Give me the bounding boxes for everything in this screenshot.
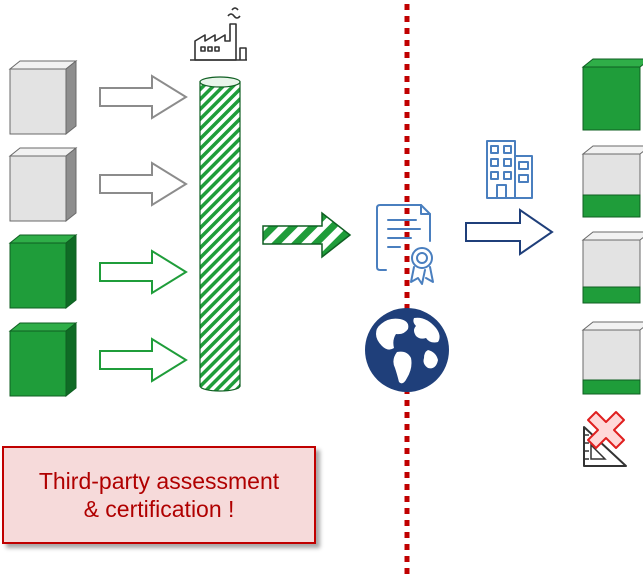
ruler-set-square-crossed-icon <box>583 411 627 467</box>
input-arrow <box>99 161 188 207</box>
output-cube <box>581 231 643 304</box>
certificate-icon <box>376 204 434 285</box>
factory-icon <box>190 7 247 61</box>
input-arrow <box>99 74 188 120</box>
certification-callout: Third-party assessment & certification ! <box>2 446 316 544</box>
output-cube <box>581 321 643 395</box>
globe-icon <box>365 308 449 392</box>
output-arrow <box>465 208 554 256</box>
office-building-icon <box>486 140 533 199</box>
input-arrow <box>99 337 188 383</box>
input-arrow <box>99 249 188 295</box>
output-cube <box>581 58 643 131</box>
input-cube <box>8 146 78 223</box>
certified-flow-arrow <box>262 211 352 259</box>
input-cube <box>8 59 78 136</box>
input-cube <box>8 321 78 398</box>
callout-line-1: Third-party assessment <box>38 468 280 494</box>
mixing-cylinder <box>199 76 241 392</box>
output-cube <box>581 145 643 218</box>
input-cube <box>8 233 78 310</box>
callout-line-2: & certification ! <box>83 496 235 522</box>
